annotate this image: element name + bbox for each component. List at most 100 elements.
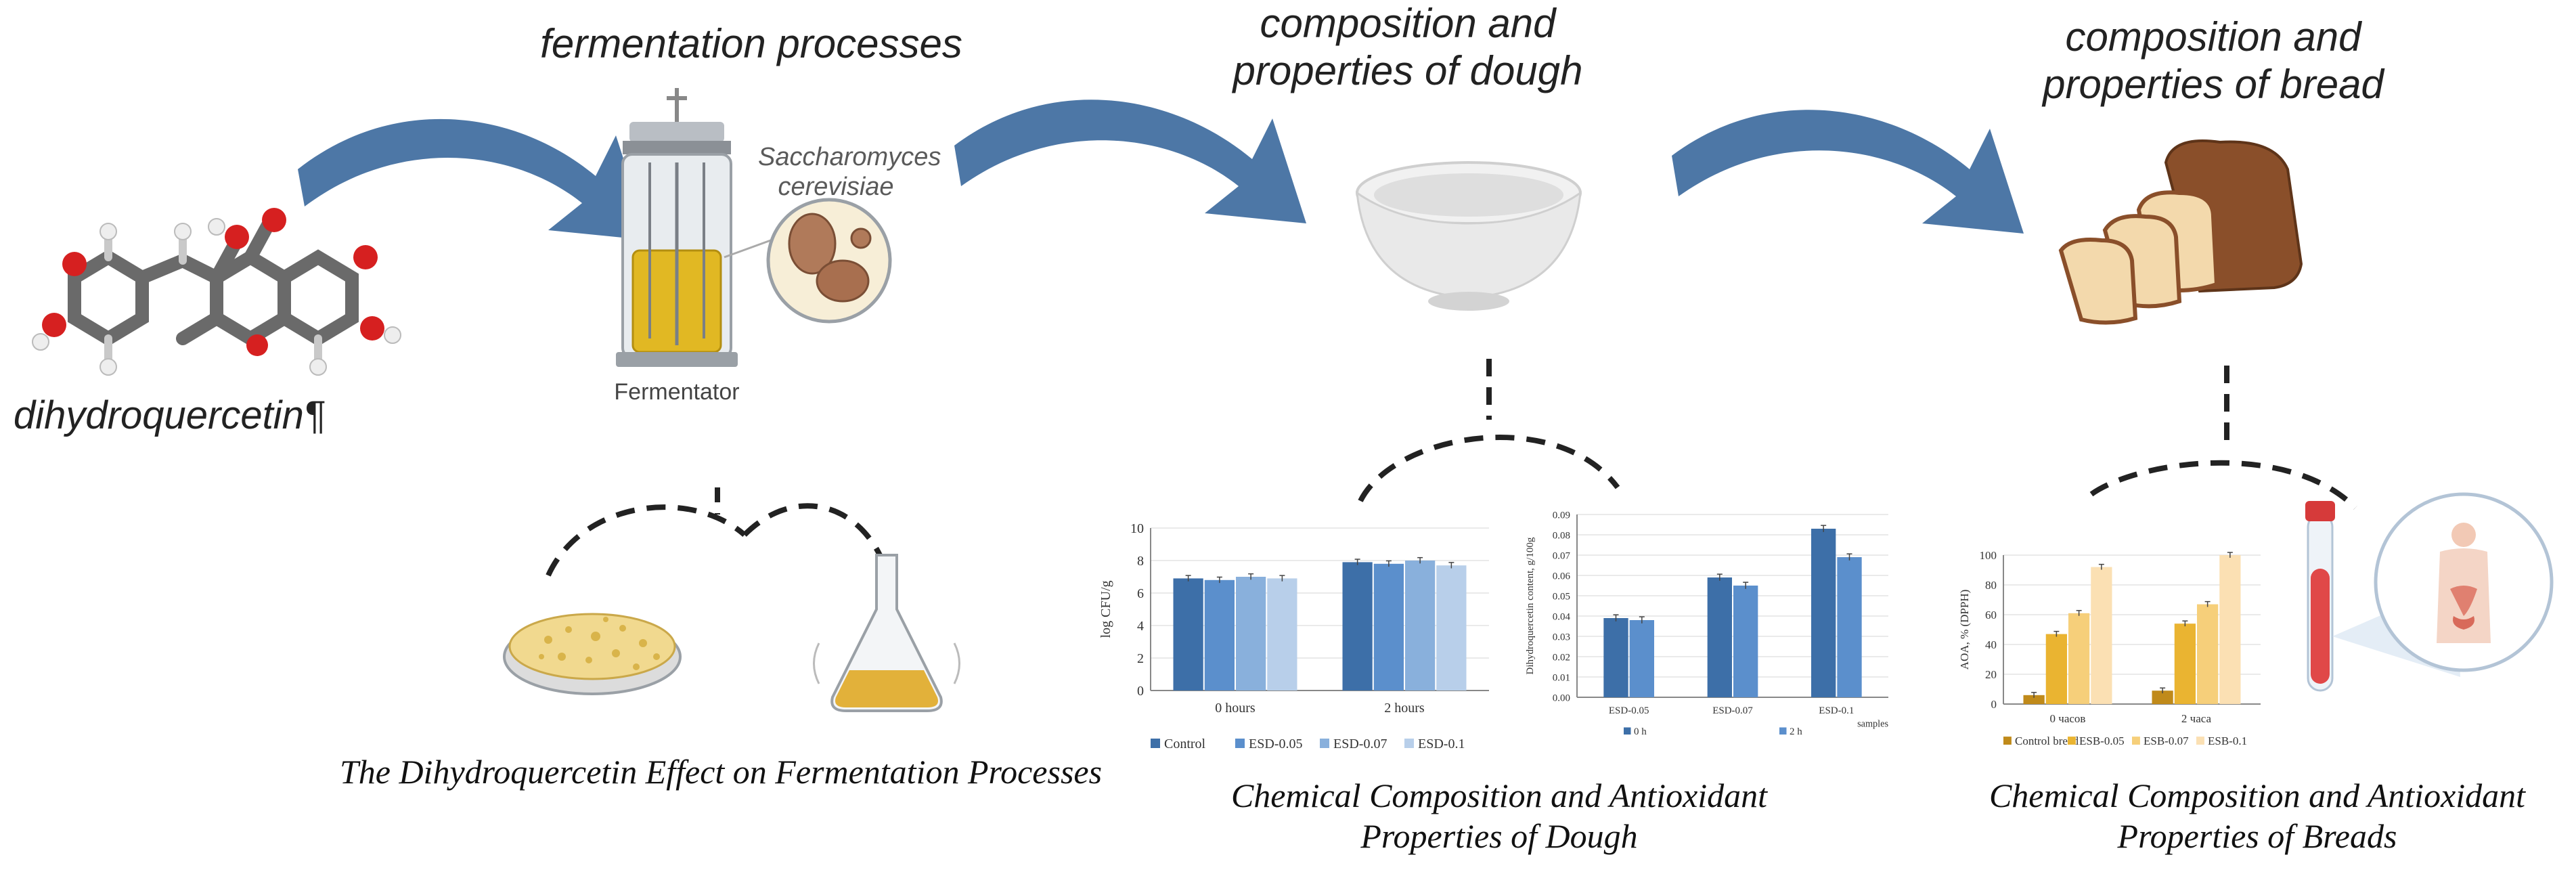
y-tick-label: 0.00 <box>1553 693 1570 703</box>
chart-dhq-axes <box>1576 514 1888 698</box>
bar <box>1603 618 1628 697</box>
caption-dough: Chemical Composition and Antioxidant Pro… <box>1230 776 1768 855</box>
molecule-label: dihydroquercetin¶ <box>14 393 325 437</box>
arrow-1 <box>298 118 650 240</box>
legend-label: ESB-0.1 <box>2208 735 2247 747</box>
x-tick-label: ESD-0.07 <box>1712 705 1753 716</box>
bar <box>2045 634 2067 704</box>
y-tick-label: 0.08 <box>1553 530 1570 541</box>
bar <box>1629 620 1654 697</box>
legend-label: Control bread <box>2015 735 2079 747</box>
bar <box>1173 578 1203 691</box>
x-axis-label: samples <box>1857 719 1888 730</box>
y-tick-label: 0.05 <box>1553 591 1570 602</box>
y-tick-label: 6 <box>1137 586 1144 601</box>
chart-dhq-labels: 0.000.010.020.030.040.050.060.070.080.09… <box>1525 510 1888 729</box>
bar <box>2219 555 2241 704</box>
bar <box>1811 529 1836 697</box>
bar <box>1733 586 1758 697</box>
bar <box>1373 563 1404 691</box>
arrow-3 <box>1672 110 2024 234</box>
y-tick-label: 80 <box>1985 579 1997 592</box>
y-tick-label: 0.04 <box>1553 611 1571 622</box>
y-tick-label: 0.06 <box>1553 571 1571 582</box>
y-tick-label: 0.03 <box>1553 632 1570 642</box>
legend-label: 0 h <box>1634 726 1647 737</box>
organism-label: Saccharomyces cerevisiae <box>758 143 941 201</box>
y-tick-label: 20 <box>1985 668 1997 681</box>
bar <box>2197 604 2219 704</box>
bar <box>2152 691 2173 704</box>
chart-cfu-bars <box>1173 556 1467 691</box>
y-axis-label: Dihydroquercetin content, g/100g <box>1525 537 1536 674</box>
y-tick-label: 60 <box>1985 609 1997 621</box>
caption-bread: Chemical Composition and Antioxidant Pro… <box>1989 776 2526 855</box>
x-tick-label: ESD-0.05 <box>1609 705 1649 716</box>
x-tick-label: 0 часов <box>2050 712 2086 725</box>
legend-label: ESD-0.05 <box>1249 737 1302 751</box>
bread-connector <box>2089 366 2357 510</box>
heading-fermentation: fermentation processes <box>540 21 962 66</box>
legend-swatch <box>1624 727 1631 735</box>
heading-dough: composition and properties of dough <box>1233 1 1583 93</box>
heading-bread: composition and properties of bread <box>2043 14 2384 107</box>
y-tick-label: 0.07 <box>1553 550 1571 561</box>
bar <box>1405 561 1436 691</box>
bar <box>2174 623 2196 704</box>
y-tick-label: 8 <box>1137 554 1144 569</box>
legend-swatch <box>2068 737 2076 745</box>
bar <box>1837 557 1862 697</box>
legend-swatch <box>2196 737 2204 745</box>
fermentor-illustration <box>616 88 892 367</box>
legend-swatch <box>1320 739 1329 748</box>
bar <box>1436 565 1467 691</box>
legend-swatch <box>2003 737 2012 745</box>
y-axis-label: log CFU/g <box>1098 580 1113 638</box>
bar <box>2023 695 2045 704</box>
bar <box>1267 578 1297 691</box>
bar <box>1707 577 1732 697</box>
bowl-illustration <box>1356 161 1582 311</box>
y-axis-label: AOA, % (DPPH) <box>1958 590 1971 670</box>
legend-label: ESB-0.05 <box>2079 735 2125 747</box>
x-tick-label: 2 hours <box>1384 701 1425 716</box>
chart-dhq-bars <box>1603 525 1862 697</box>
legend-swatch <box>1404 739 1414 748</box>
y-tick-label: 40 <box>1985 638 1997 651</box>
chart-dhq: 0.000.010.020.030.040.050.060.070.080.09… <box>1525 510 1888 737</box>
fermentor-label: Fermentator <box>614 379 740 405</box>
y-tick-label: 4 <box>1137 619 1144 634</box>
caption-fermentation: The Dihydroquercetin Effect on Fermentat… <box>339 753 1103 791</box>
bar <box>1342 562 1373 691</box>
dihydroquercetin-molecule <box>32 208 401 376</box>
y-tick-label: 100 <box>1980 549 1997 562</box>
legend-swatch <box>1235 739 1245 748</box>
bar <box>1204 579 1235 691</box>
arrow-2 <box>954 100 1306 223</box>
petri-and-flask <box>503 487 960 712</box>
chart-cfu-legend: Control ESD-0.05 ESD-0.07 ESD-0.1 <box>1151 737 1465 751</box>
dough-connector <box>1358 359 1620 502</box>
y-tick-label: 2 <box>1137 651 1144 666</box>
legend-label: ESD-0.1 <box>1418 737 1465 751</box>
y-tick-label: 0.09 <box>1553 510 1570 521</box>
x-tick-label: 2 часа <box>2181 712 2212 725</box>
bar <box>2091 567 2112 704</box>
bar <box>1236 577 1266 691</box>
legend-label: ESD-0.07 <box>1333 737 1387 751</box>
legend-swatch <box>1151 739 1160 748</box>
chart-aoa-bars <box>2023 552 2241 704</box>
test-tube-and-body <box>2305 492 2554 692</box>
legend-label: Control <box>1164 737 1206 751</box>
x-tick-label: ESD-0.1 <box>1819 705 1854 716</box>
bread-illustration <box>2058 139 2303 325</box>
x-tick-label: 0 hours <box>1215 701 1256 716</box>
y-tick-label: 10 <box>1130 521 1144 536</box>
legend-swatch <box>2132 737 2140 745</box>
